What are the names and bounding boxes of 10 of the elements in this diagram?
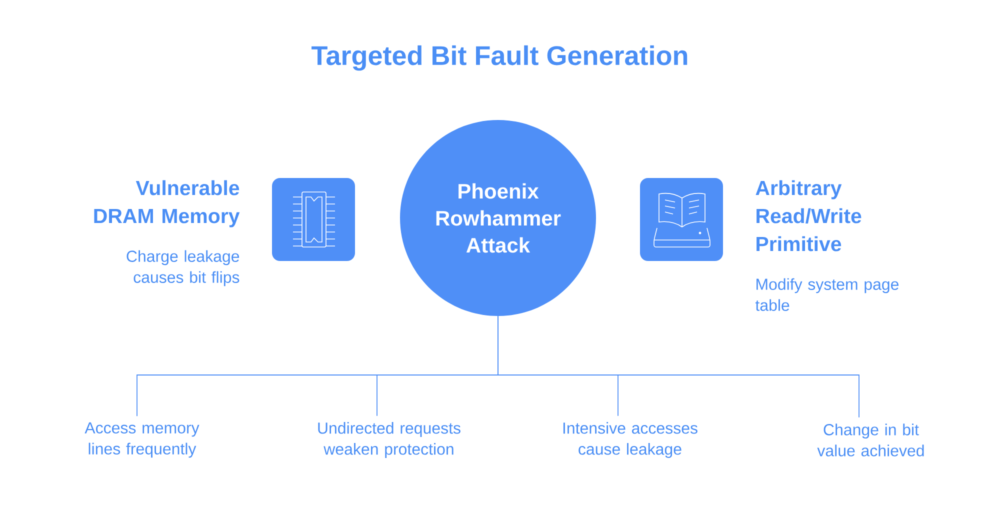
side-description: Charge leakage causes bit flips [126,250,240,286]
title: Targeted Bit Fault Generation [312,45,688,71]
side-heading: Vulnerable DRAM Memory [94,180,240,228]
side-description: Modify system page table [755,278,899,311]
step-text: Change in bit value achieved [817,424,924,456]
step-text: Intensive accesses cause leakage [563,422,698,458]
connector-line [498,316,860,418]
step-text: Access memory lines frequently [84,422,200,458]
step-text: Undirected requests weaken protection [318,422,460,458]
side-heading: Arbitrary Read/Write Primitive [756,180,862,252]
